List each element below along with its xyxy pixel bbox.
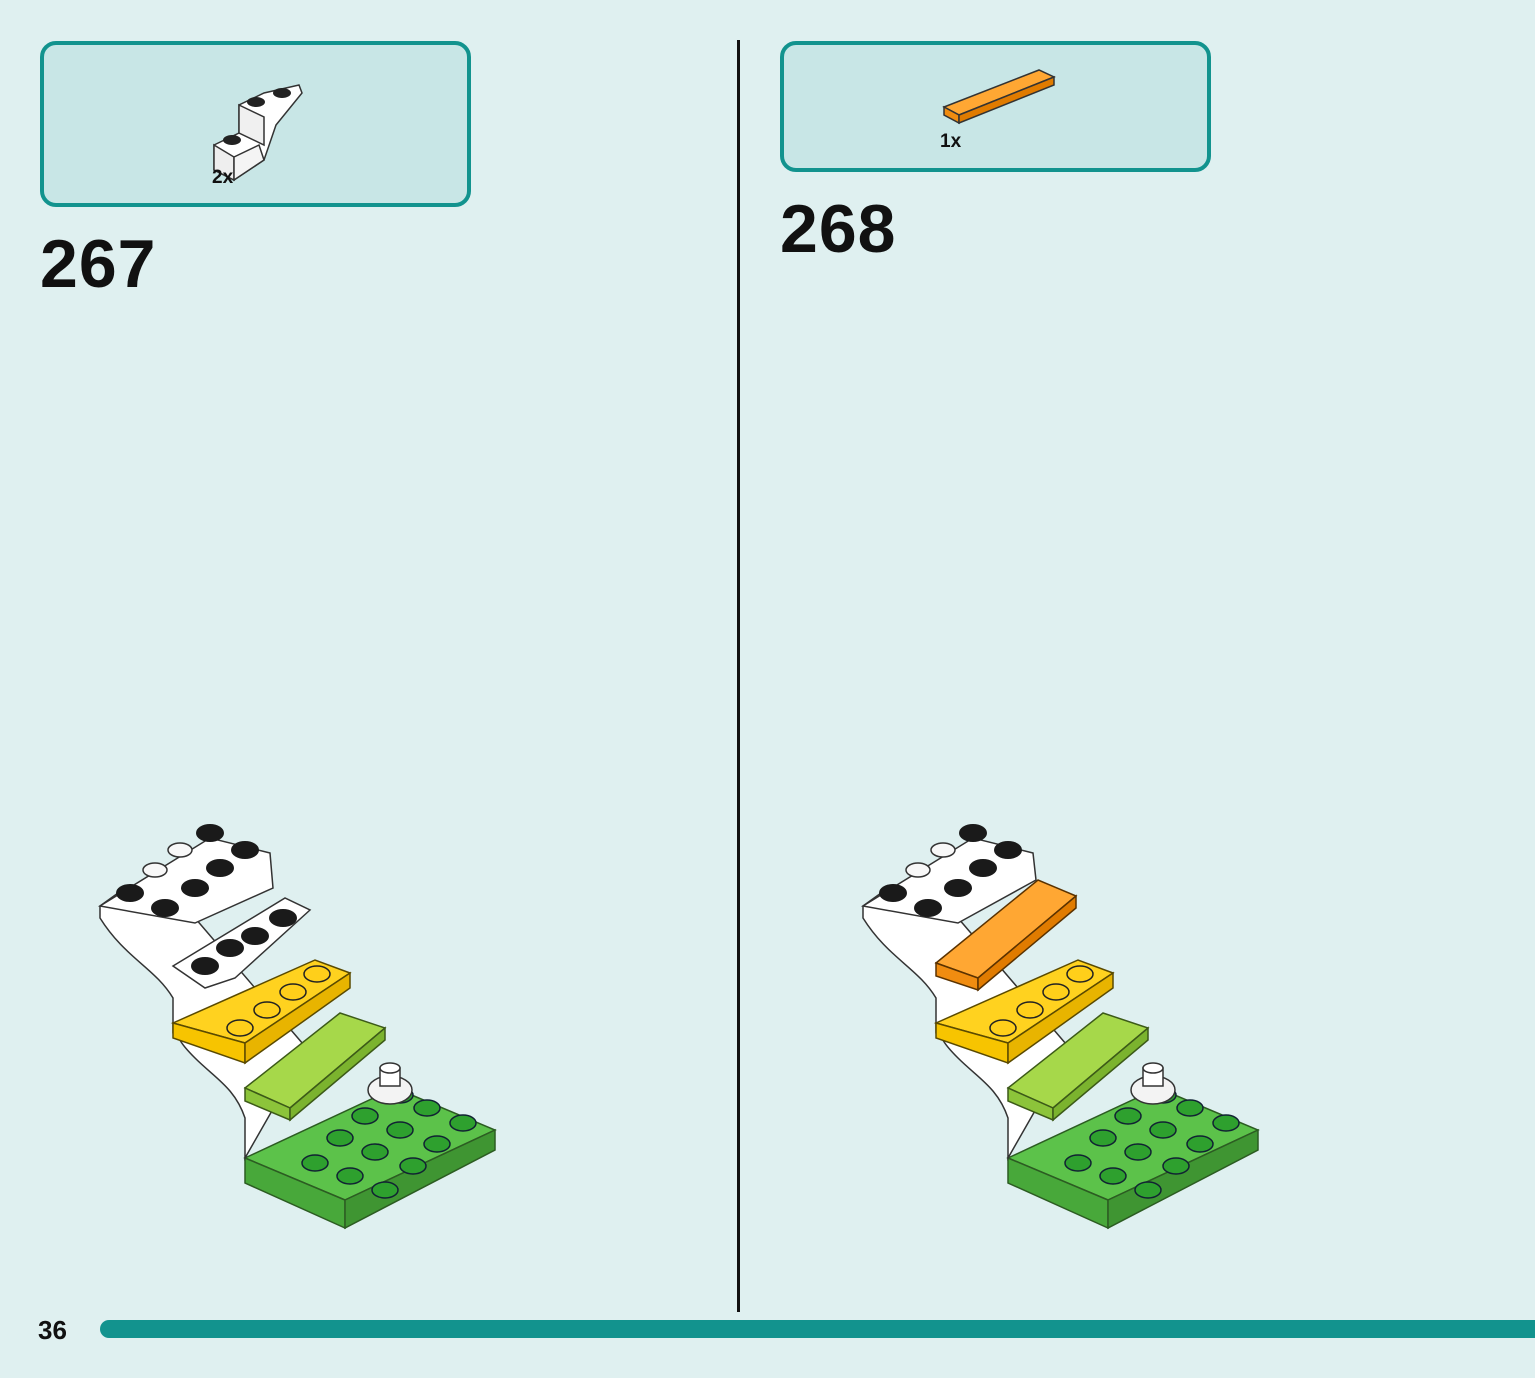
white-arch-brick-icon	[213, 84, 303, 182]
parts-callout-step-267: 2x	[40, 41, 471, 207]
progress-bar	[100, 1320, 1535, 1338]
step-number: 267	[40, 226, 157, 302]
part-quantity: 2x	[212, 167, 234, 188]
build-model-step-267	[97, 824, 497, 1230]
build-model-step-268	[860, 824, 1260, 1230]
page-number: 36	[38, 1315, 67, 1345]
part-quantity: 1x	[940, 131, 962, 152]
parts-callout-step-268: 1x	[780, 41, 1211, 172]
step-divider	[737, 40, 740, 1312]
step-number: 268	[780, 191, 897, 267]
orange-tile-icon	[942, 69, 1056, 125]
